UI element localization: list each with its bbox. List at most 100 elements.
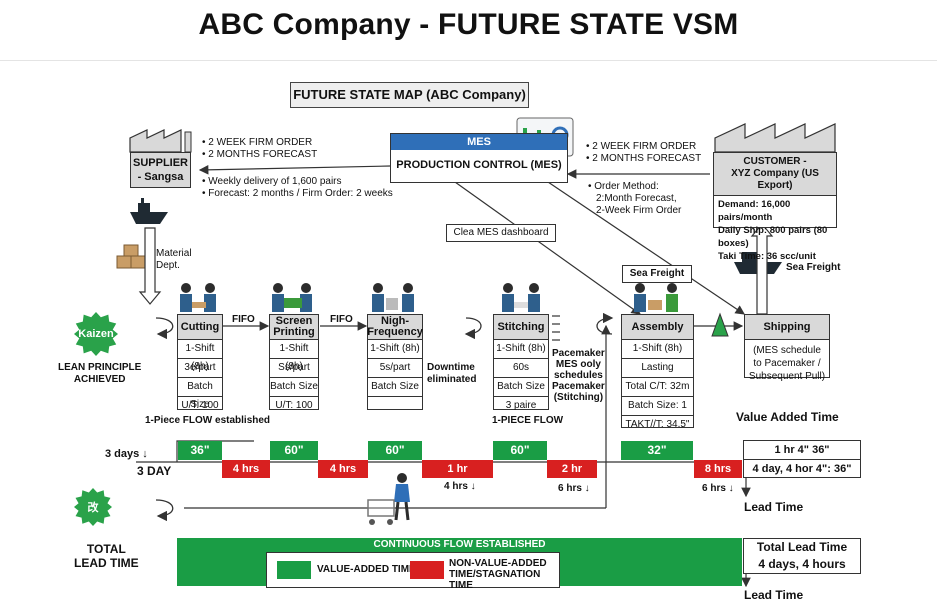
day-label: 3 DAY: [137, 464, 172, 478]
supplier-subname: - Sangsa: [137, 171, 184, 183]
workers-icon-screen: [272, 283, 312, 312]
customer-name: CUSTOMER -: [743, 156, 807, 167]
customer-stat: Demand: 16,000 pairs/month: [718, 199, 791, 223]
sea-freight-box: Sea Freight: [622, 265, 692, 283]
production-control-label: PRODUCTION CONTROL (MES): [396, 159, 562, 171]
pacemaker-note: Pacemaker MES ooly schedules Pacemaker (…: [552, 348, 605, 403]
pacemaker-line: Pacemaker: [552, 348, 605, 359]
customer-header: CUSTOMER - XYZ Company (US Export): [714, 153, 836, 196]
timeline-below-label: 4 hrs ↓: [444, 481, 476, 492]
process-stitching: Stitching 1-Shift (8h) 60s Batch Size 3 …: [493, 314, 549, 411]
process-name: Nigh-Frequency: [367, 315, 423, 340]
process-row: 3 paire: [505, 400, 537, 411]
legend-nva-label: NON-VALUE-ADDED TIME/STAGNATION TIME: [449, 558, 559, 591]
workers-icon-frequency: [372, 283, 414, 312]
process-row: Batch Size: [368, 378, 422, 397]
process-row: Ss/part: [270, 359, 318, 378]
legend-nva-line: TIME/STAGNATION TIME: [449, 569, 541, 591]
process-row: 60s: [494, 359, 548, 378]
process-name: Shipping: [745, 315, 829, 340]
supplier-box: SUPPLIER - Sangsa: [130, 152, 191, 188]
process-nigh-frequency: Nigh-Frequency 1-Shift (8h) 5s/part Batc…: [367, 314, 423, 410]
va-segment: 60": [493, 441, 547, 460]
process-row: [368, 397, 422, 415]
workers-icon-assembly: [634, 283, 678, 312]
pacemaker-line: MES ooly: [555, 359, 601, 370]
process-row: TAKT//T: 34.5": [625, 419, 690, 430]
downtime-note: Downtime eliminated: [427, 362, 476, 386]
pacemaker-line: schedules: [553, 370, 603, 381]
process-row: 5s/part: [368, 359, 422, 378]
total-lead-time-box: Total Lead Time 4 days, 4 hours: [743, 538, 861, 574]
order-method-line: 2-Week Firm Order: [596, 205, 682, 216]
total-label-line: TOTAL: [86, 542, 126, 556]
process-row: U/T: 100: [181, 400, 219, 411]
process-row: (MES schedule to Pacemaker / Subsequent …: [748, 345, 826, 382]
nva-segment: 4 hrs: [318, 460, 368, 478]
total-lead-time-value: 4 days, 4 hours: [758, 557, 846, 571]
customer-order-line: • 2 WEEK FIRM ORDER: [586, 141, 697, 152]
customer-order-line: • 2 MONTHS FORECAST: [586, 153, 702, 164]
timeline-totals-box: 1 hr 4" 36" 4 day, 4 hor 4": 36": [743, 440, 861, 478]
total-lead-time-title: Total Lead Time: [756, 540, 848, 554]
process-row: Batch Size: 1: [622, 397, 693, 416]
delivery-line: • Forecast: 2 months / Firm Order: 2 wee…: [202, 188, 393, 199]
supplier-order-line: • 2 WEEK FIRM ORDER: [202, 137, 313, 148]
timeline-below-label: 6 hrs ↓: [558, 483, 590, 494]
process-row: 1-Shift (8h): [270, 340, 318, 372]
page-title: ABC Company - FUTURE STATE VSM: [198, 8, 739, 41]
delivery-line: • Weekly delivery of 1,600 pairs: [202, 176, 342, 187]
customer-stat: Daily Ship: 800 pairs (80 boxes): [718, 225, 828, 249]
material-boxes-icon: [116, 244, 146, 269]
mes-header: MES: [391, 134, 567, 150]
material-label-line: Material: [156, 248, 192, 259]
title-bar: [0, 0, 937, 61]
one-piece-flow-note: 1-Piece FLOW established: [145, 415, 271, 426]
va-segment: 32": [621, 441, 693, 460]
pacemaker-line: (Stitching): [553, 392, 604, 403]
lead-time-label: Lead Time: [744, 500, 804, 514]
supplier-name: SUPPLIER: [132, 157, 188, 169]
nva-segment: 4 hrs: [222, 460, 270, 478]
fifo-label: FIFO: [232, 314, 255, 325]
process-cutting: Cutting 1-Shift (8h) 3e/part Batch Size …: [177, 314, 223, 411]
process-row: 3e/part: [178, 359, 222, 378]
downtime-line: eliminated: [427, 374, 477, 385]
process-row: Batch Size: [178, 378, 222, 410]
process-row: 1-Shift (8h): [622, 340, 693, 359]
va-total: 1 hr 4" 36": [744, 441, 860, 460]
supplier-delivery: • Weekly delivery of 1,600 pairs • Forec…: [202, 176, 393, 200]
process-row: Total C/T: 32m: [622, 378, 693, 397]
customer-factory-icon: [714, 123, 836, 153]
process-row: 1-Shift (8h): [494, 340, 548, 359]
inventory-triangle-icon: [711, 312, 729, 337]
total-lead-time-label: TOTAL LEAD TIME: [74, 542, 139, 570]
operator-cart-icon: [367, 473, 410, 525]
order-method-line: 2:Month Forecast,: [596, 193, 677, 204]
material-dept-label: Material Dept.: [156, 248, 192, 272]
value-added-time-title: Value Added Time: [736, 410, 839, 424]
lt-total: 4 day, 4 hor 4": 36": [752, 463, 852, 475]
mes-dashboard-label: Clea MES dashboard: [446, 224, 556, 242]
supplier-order-line: • 2 MONTHS FORECAST: [202, 149, 318, 160]
order-method-line: • Order Method:: [588, 181, 659, 192]
legend-nva-line: NON-VALUE-ADDED: [449, 558, 547, 569]
pacemaker-line: Pacemaker: [552, 381, 605, 392]
process-row: Batch Size: [494, 378, 548, 397]
customer-box: CUSTOMER - XYZ Company (US Export) Deman…: [713, 152, 837, 262]
process-shipping: Shipping (MES schedule to Pacemaker / Su…: [744, 314, 830, 382]
customer-orders: • 2 WEEK FIRM ORDER • 2 MONTHS FORECAST: [586, 141, 701, 165]
downtime-line: Downtime: [427, 362, 475, 373]
process-row: U/T: 100: [275, 400, 313, 411]
bottom-lead-time-label: Lead Time: [744, 588, 804, 602]
va-segment: 60": [368, 441, 422, 460]
va-segment: 60": [270, 441, 318, 460]
customer-stats: Demand: 16,000 pairs/month Daily Ship: 8…: [714, 196, 836, 265]
supplier-ship-icon: [130, 198, 168, 224]
process-name: Assembly: [622, 315, 693, 340]
process-name: Cutting: [178, 315, 222, 340]
timeline-below-label: 6 hrs ↓: [702, 483, 734, 494]
fifo-label: FIFO: [330, 314, 353, 325]
order-method: • Order Method: 2:Month Forecast, 2-Week…: [588, 181, 681, 217]
